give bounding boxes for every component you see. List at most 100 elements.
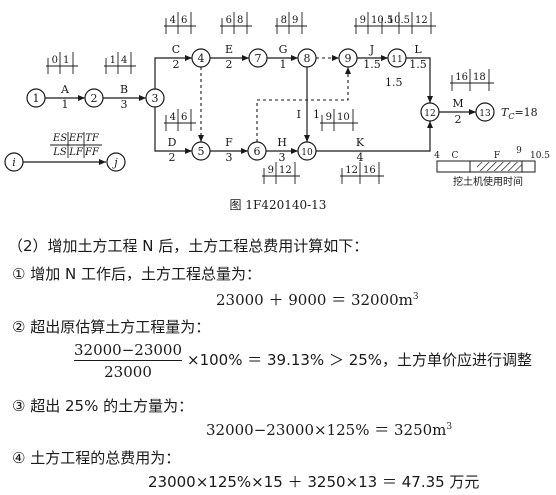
node-10: 10 [297,141,317,161]
node-label: 13 [479,109,491,119]
node-label: i [12,156,16,169]
extra-duration-label: 1.5 [385,76,403,89]
time-value: 4 [170,112,176,123]
time-value: 1 [63,55,69,66]
activity-duration: 3 [226,151,233,164]
legend-box: ES EF TF LS LF FF [50,132,102,158]
time-value: 12 [415,15,428,26]
legend-es: ES [52,133,67,144]
activity-duration: 1 [313,108,320,121]
equation-4: 23000×125%×15 ＋ 3250×13 ＝ 47.35 万元 [148,473,480,491]
activity-duration: 1 [280,58,287,71]
arrow-c [154,55,192,89]
activity-name: M [452,97,463,110]
legend-lf: LF [68,147,84,158]
activity-duration: 2 [173,58,180,71]
node-label: 11 [391,55,402,65]
section-heading: （2）增加土方工程 N 后，土方工程总费用计算如下： [8,237,369,255]
tc-label: TC=18 [501,106,538,121]
time-param-box: 10.5 12 [380,12,436,34]
activity-duration: 2 [455,113,462,126]
fraction: 32000−23000 23000 [74,341,182,381]
excavator-bar: 4 C F 9 10.5 挖土机使用时间 [434,146,550,188]
time-value: 8 [237,15,243,26]
fraction-bar [74,360,182,361]
activity-name: A [60,83,70,96]
time-value: 6 [226,15,232,26]
arrow-l [406,57,433,103]
time-value: 4 [121,55,127,66]
activity-name: I [297,108,301,121]
activity-duration: 3 [121,98,128,111]
legend-ef: EF [68,133,84,144]
node-label: 5 [198,145,205,158]
bar-hatch [477,162,522,171]
step-4-text: ④ 土方工程的总费用为： [12,449,181,467]
activity-name: L [414,43,422,56]
node-label: j [111,156,118,169]
time-value: 6 [181,112,187,123]
activity-name: B [120,83,128,96]
equation-1: 23000 ＋ 9000 ＝ 32000m3 [216,291,419,309]
time-value: 9 [360,15,366,26]
arrow-k [316,121,433,152]
activity-duration: 1.5 [409,58,427,71]
node-1: 1 [26,88,46,108]
node-5: 5 [191,141,211,161]
time-param-box: 12 16 [340,162,384,184]
legend-ls: LS [52,147,67,158]
bar-title: 挖土机使用时间 [453,175,523,188]
node-label: 10 [301,148,313,158]
time-value: 9 [326,112,332,123]
node-8: 8 [297,48,317,68]
node-6: 6 [247,141,267,161]
activity-name: H [277,136,287,149]
time-value: 0 [52,55,58,66]
activity-name: C [172,43,180,56]
time-value: 10.5 [388,15,410,26]
time-value: 12 [279,165,292,176]
fraction-denominator: 23000 [104,363,152,381]
figure-caption: 图 1F420140-13 [229,198,327,212]
dummy-6-9 [256,67,351,142]
node-11: 11 [387,48,407,68]
activity-duration: 2 [226,58,233,71]
legend-tf: TF [85,133,100,144]
node-2: 2 [84,88,104,108]
node-label: 3 [152,92,159,105]
node-4: 4 [191,48,211,68]
node-label: 7 [255,52,262,65]
time-value: 8 [281,15,287,26]
node-label: 12 [424,109,435,119]
node-label: 1 [33,92,40,105]
activity-duration: 2 [169,151,176,164]
activity-name: E [225,43,233,56]
node-12: 12 [420,102,440,122]
node-j: j [106,152,126,172]
bar-mid: 9 [516,146,522,156]
time-value: 6 [181,15,187,26]
time-value: 16 [363,165,376,176]
time-value: 9 [268,165,274,176]
bar-start: 4 [434,151,440,161]
activity-name: D [168,136,177,149]
arrow-d [154,107,192,154]
bar-c: C [452,151,459,161]
time-value: 9 [292,15,298,26]
time-value: 12 [345,165,358,176]
activity-duration: 3 [279,151,286,164]
activity-duration: 1.5 [363,58,381,71]
node-label: 8 [304,52,311,65]
activity-name: J [369,43,374,56]
equation-3: 32000−23000×125% ＝ 3250m3 [206,421,453,439]
activity-name: K [356,136,365,149]
legend-ff: FF [84,147,100,158]
step-1-text: ① 增加 N 工作后，土方工程总量为： [12,265,261,283]
